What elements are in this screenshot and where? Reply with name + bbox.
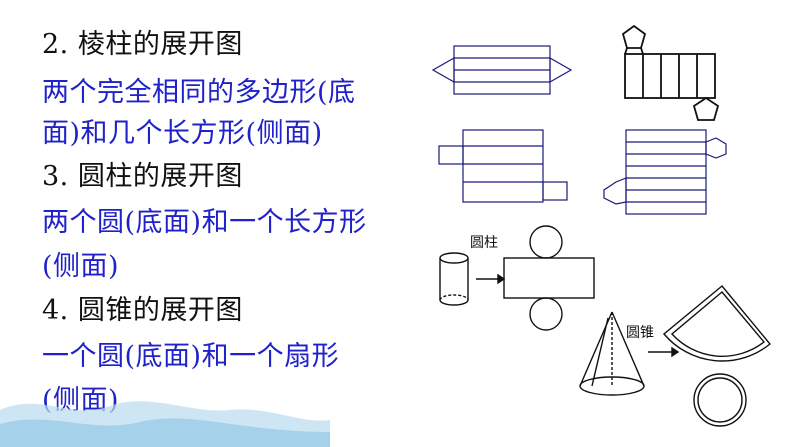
prism-net-desc-2: 面)和几个长方形(侧面) bbox=[42, 118, 323, 149]
triangular-prism-net-figure bbox=[431, 45, 573, 95]
pentagonal-prism-net-figure bbox=[621, 24, 720, 121]
cone-label: 圆锥 bbox=[626, 325, 654, 341]
cuboid-net-figure bbox=[438, 129, 568, 203]
cylinder-label: 圆柱 bbox=[470, 235, 498, 251]
heading-prism-net: 2. 棱柱的展开图 bbox=[42, 29, 243, 60]
decorative-wave-graphic bbox=[0, 401, 330, 447]
heading-cylinder-net: 3. 圆柱的展开图 bbox=[42, 161, 243, 192]
cone-net-figure bbox=[579, 285, 771, 427]
cylinder-net-figure bbox=[439, 225, 595, 331]
cylinder-net-desc-2: (侧面) bbox=[42, 251, 120, 282]
cone-net-desc-1: 一个圆(底面)和一个扇形 bbox=[42, 341, 340, 372]
hexagonal-prism-net-figure bbox=[603, 129, 727, 215]
cylinder-net-desc-1: 两个圆(底面)和一个长方形 bbox=[42, 207, 367, 238]
prism-net-desc-1: 两个完全相同的多边形(底 bbox=[42, 77, 356, 108]
heading-cone-net: 4. 圆锥的展开图 bbox=[42, 295, 243, 326]
